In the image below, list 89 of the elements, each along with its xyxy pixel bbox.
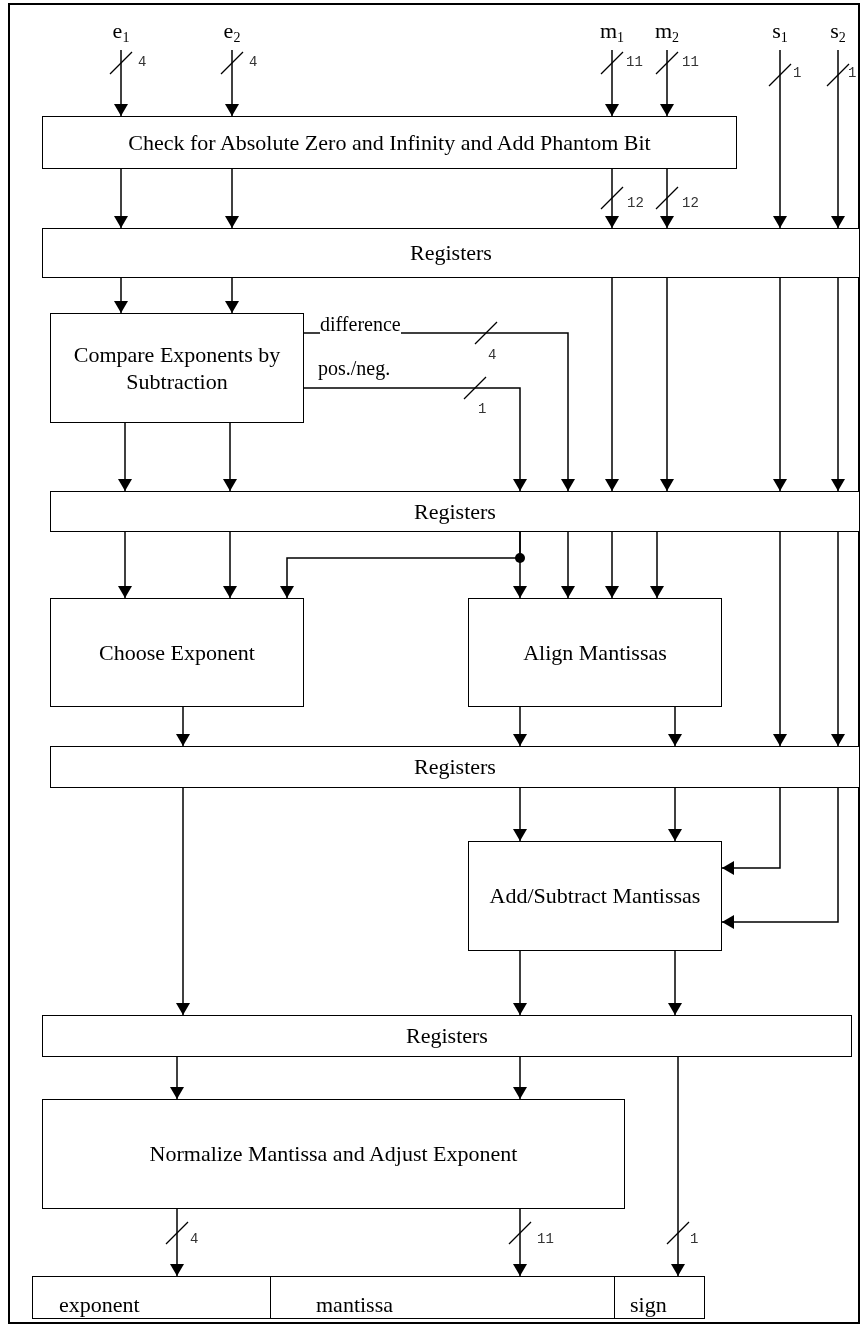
process-box	[42, 116, 737, 169]
arrow	[225, 168, 239, 229]
bus-width: 4	[190, 1232, 199, 1246]
arrow	[650, 531, 664, 599]
signal-name: m$_{2}$	[647, 20, 687, 42]
box-label: Registers	[414, 753, 496, 781]
box-label: Check for Absolute Zero and Infinity and Add Phantom Bit	[128, 128, 651, 157]
arrow	[660, 277, 674, 492]
arrow	[721, 787, 839, 929]
arrow	[721, 787, 781, 875]
box-label: Align Mantissas	[523, 638, 667, 667]
process-box	[468, 598, 722, 707]
box-label: Registers	[406, 1022, 488, 1050]
arrow	[114, 49, 128, 117]
arrow	[114, 277, 128, 314]
bus-width: 4	[488, 348, 497, 362]
arrow	[118, 422, 132, 492]
arrow	[668, 950, 682, 1016]
arrow	[605, 277, 619, 492]
box-label: mantissa	[316, 1290, 393, 1318]
arrow	[605, 168, 619, 229]
process-box	[468, 841, 722, 951]
arrow	[114, 168, 128, 229]
bus-width: 12	[682, 196, 699, 210]
register-bar	[42, 228, 860, 278]
bus-width: 1	[478, 402, 487, 416]
box-label: Add/Subtract Mantissas	[489, 882, 701, 910]
process-box	[50, 598, 304, 707]
arrow	[176, 787, 190, 1016]
box-label: exponent	[59, 1290, 140, 1318]
process-box	[42, 1099, 625, 1209]
arrow	[668, 787, 682, 842]
bus-width: 12	[627, 196, 644, 210]
arrow	[773, 49, 787, 229]
arrow	[831, 49, 845, 229]
arrow	[605, 49, 619, 117]
word-field	[32, 1276, 271, 1319]
bus-width: 11	[682, 55, 699, 69]
arrow	[513, 531, 527, 599]
edge-label: difference	[320, 314, 401, 334]
process-box	[50, 313, 304, 423]
bus-width: 4	[249, 55, 258, 69]
arrow	[223, 531, 237, 599]
edge-label: pos./neg.	[318, 358, 391, 378]
box-label: Choose Exponent	[99, 638, 255, 667]
box-label: Registers	[410, 239, 492, 267]
arrow	[225, 49, 239, 117]
bus-width: 11	[626, 55, 643, 69]
arrow	[561, 531, 575, 599]
arrow	[513, 1208, 527, 1277]
arrow	[660, 49, 674, 117]
arrow	[831, 277, 845, 492]
arrow	[223, 422, 237, 492]
arrow	[170, 1208, 184, 1277]
signal-name: e$_{1}$	[101, 20, 141, 42]
signal-name: s$_{2}$	[818, 20, 858, 42]
bus-width: 4	[138, 55, 147, 69]
word-field	[270, 1276, 615, 1319]
arrow	[225, 277, 239, 314]
arrow	[668, 706, 682, 747]
arrow	[513, 1056, 527, 1100]
register-bar	[42, 1015, 852, 1057]
box-label: Compare Exponents by Subtraction	[72, 340, 282, 396]
register-bar	[50, 746, 860, 788]
bus-width: 1	[848, 66, 857, 80]
signal-name: e$_{2}$	[212, 20, 252, 42]
bus-width: 1	[690, 1232, 699, 1246]
arrow	[303, 387, 527, 492]
arrow	[170, 1056, 184, 1100]
signal-name: m$_{1}$	[592, 20, 632, 42]
signal-name: s$_{1}$	[760, 20, 800, 42]
arrow	[773, 531, 787, 747]
arrow	[513, 787, 527, 842]
box-label: Registers	[414, 497, 496, 526]
arrow	[605, 531, 619, 599]
box-label: Normalize Mantissa and Adjust Exponent	[149, 1140, 518, 1168]
bus-width: 1	[793, 66, 802, 80]
bus-width: 11	[537, 1232, 554, 1246]
arrow	[773, 277, 787, 492]
arrow	[671, 1056, 685, 1277]
register-bar	[50, 491, 860, 532]
arrow	[176, 706, 190, 747]
arrow	[513, 950, 527, 1016]
arrow	[831, 531, 845, 747]
arrow	[118, 531, 132, 599]
arrow	[660, 168, 674, 229]
word-field	[614, 1276, 705, 1319]
arrow	[513, 706, 527, 747]
box-label: sign	[630, 1290, 667, 1318]
